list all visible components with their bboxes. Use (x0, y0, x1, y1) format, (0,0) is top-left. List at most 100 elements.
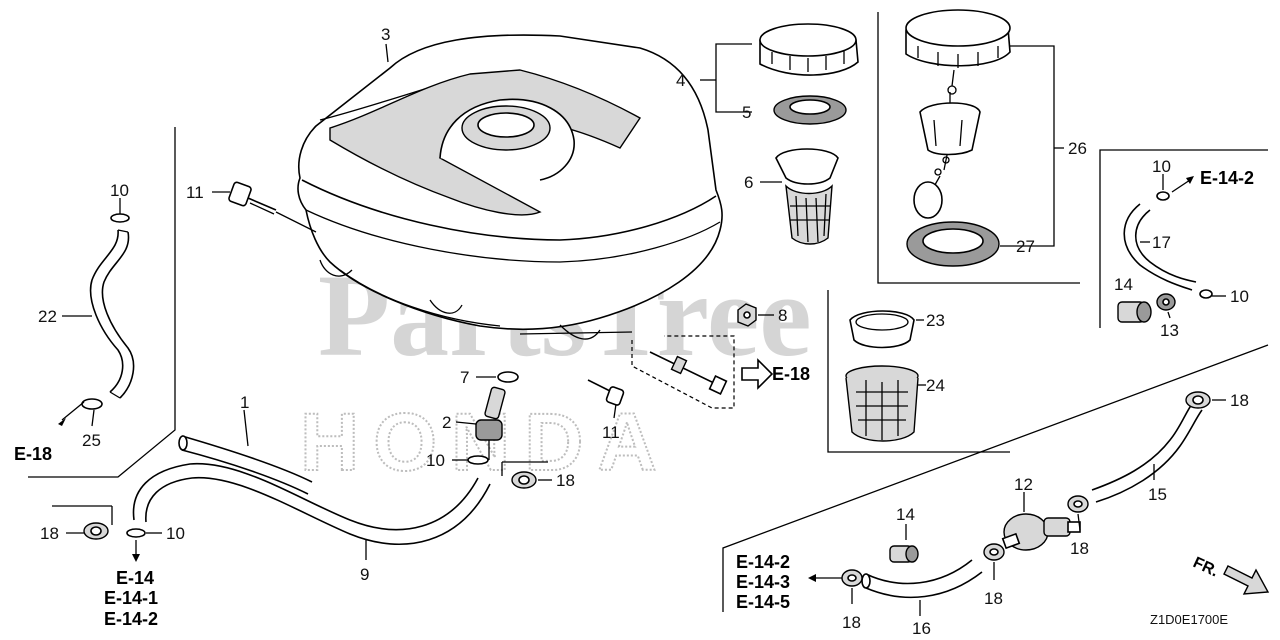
ref-e14-2-bottom-left[interactable]: E-14-2 (104, 609, 158, 629)
callout-17: 17 (1152, 233, 1171, 252)
clip-10-bottom-left[interactable] (126, 528, 146, 538)
fuel-strainer-6[interactable] (775, 148, 839, 245)
nut-8[interactable] (737, 303, 757, 327)
callout-18-br-mid: 18 (984, 589, 1003, 608)
bracket-26-27 (1000, 45, 1055, 247)
callout-27: 27 (1016, 237, 1035, 256)
joint-14-top[interactable] (1117, 301, 1152, 323)
callout-16: 16 (912, 619, 931, 638)
ref-e18-center[interactable]: E-18 (772, 364, 810, 384)
callout-15: 15 (1148, 485, 1167, 504)
bolt-11-center[interactable] (587, 379, 625, 406)
leader-1 (243, 409, 249, 447)
hose-9[interactable] (132, 462, 491, 546)
washer-7[interactable] (497, 371, 519, 383)
leader-18-br-filter (1077, 513, 1081, 531)
fuel-cap-4[interactable] (759, 23, 859, 76)
callout-14-bottom: 14 (896, 505, 915, 524)
callout-6: 6 (744, 173, 753, 192)
grommet-13[interactable] (1156, 293, 1176, 311)
gasket-5[interactable] (773, 95, 847, 125)
callout-24: 24 (926, 376, 945, 395)
fuel-filter-12[interactable] (1001, 513, 1081, 551)
arrow-e18-left-head (58, 418, 66, 426)
callout-14-top: 14 (1114, 275, 1133, 294)
arrow-e14-2-tr-head (1186, 176, 1194, 184)
clip-10-top-right-a[interactable] (1156, 191, 1170, 201)
hose-22[interactable] (89, 229, 135, 399)
callout-9: 9 (360, 565, 369, 584)
ref-e14-2-bottom-right[interactable]: E-14-2 (736, 552, 790, 572)
bracket-4-5 (715, 43, 752, 113)
strainer-24[interactable] (845, 365, 919, 442)
arrow-e14-2-tr (1171, 179, 1191, 193)
clamp-18-br-left[interactable] (841, 569, 863, 587)
ring-23[interactable] (849, 310, 915, 349)
arrow-e18-center (741, 358, 774, 390)
hose-15[interactable] (1091, 403, 1203, 503)
fr-label: FR. (1190, 554, 1221, 580)
bolt-11-left[interactable] (228, 181, 277, 215)
front-arrow-icon (1223, 565, 1270, 595)
hose-1[interactable] (178, 435, 313, 495)
callout-22: 22 (38, 307, 57, 326)
callout-13: 13 (1160, 321, 1179, 340)
ref-e14[interactable]: E-14 (116, 568, 154, 588)
callout-10-bottom-left: 10 (166, 524, 185, 543)
clip-25[interactable] (81, 398, 103, 410)
callout-5: 5 (742, 103, 751, 122)
callout-23: 23 (926, 311, 945, 330)
leader-25 (91, 409, 95, 427)
callout-18-br-left: 18 (842, 613, 861, 632)
ref-e14-5[interactable]: E-14-5 (736, 592, 790, 612)
callout-11-left: 11 (186, 183, 204, 202)
leader-13 (1167, 311, 1171, 319)
leader-3 (385, 43, 389, 63)
callout-2: 2 (442, 413, 451, 432)
hose-17[interactable] (1123, 203, 1197, 291)
arrow-e18-left (61, 401, 85, 421)
callout-12: 12 (1014, 475, 1033, 494)
clamp-18-bottom-left[interactable] (83, 522, 109, 540)
callout-10-top-right-b: 10 (1230, 287, 1249, 306)
hose-16[interactable] (861, 559, 983, 599)
fuel-valve-2[interactable] (475, 386, 506, 460)
frame-lines (28, 12, 1269, 612)
ref-e14-2-top-right[interactable]: E-14-2 (1200, 168, 1254, 188)
joint-14-bottom[interactable] (889, 545, 919, 563)
clip-10-left-top[interactable] (110, 213, 130, 223)
ref-e14-1[interactable]: E-14-1 (104, 588, 158, 608)
callout-8: 8 (778, 306, 787, 325)
honda-watermark: HONDA (300, 397, 671, 488)
fuel-tank[interactable] (297, 34, 723, 340)
fuel-cap-with-chain-26[interactable] (905, 9, 1011, 219)
clip-10-center[interactable] (467, 455, 489, 465)
gasket-27[interactable] (906, 221, 1000, 267)
callout-18-br-top: 18 (1230, 391, 1249, 410)
callout-4: 4 (676, 71, 685, 90)
clamp-18-br-top[interactable] (1185, 391, 1211, 409)
callout-18-bottom-left: 18 (40, 524, 59, 543)
leader-2 (455, 421, 477, 425)
ref-e14-3[interactable]: E-14-3 (736, 572, 790, 592)
callout-10-left-top: 10 (110, 181, 129, 200)
callout-11-center: 11 (602, 423, 620, 442)
callout-18-center: 18 (556, 471, 575, 490)
clip-10-top-right-b[interactable] (1199, 289, 1213, 299)
leader-tank-bolt (275, 211, 317, 233)
clamp-18-br-filter[interactable] (1067, 495, 1089, 513)
clamp-18-center[interactable] (511, 471, 537, 489)
arrow-e14-br-head (808, 574, 816, 582)
leader-tank-stud (519, 331, 633, 335)
callout-10-top-right-a: 10 (1152, 157, 1171, 176)
ref-e18-left[interactable]: E-18 (14, 444, 52, 464)
stud-bolt-dashed-group[interactable] (631, 335, 735, 409)
diagram-code: Z1D0E1700E (1150, 612, 1228, 627)
arrow-e14-head (132, 554, 140, 562)
callout-3: 3 (381, 25, 390, 44)
clamp-18-br-mid[interactable] (983, 543, 1005, 561)
callout-26: 26 (1068, 139, 1087, 158)
callout-10-center: 10 (426, 451, 445, 470)
